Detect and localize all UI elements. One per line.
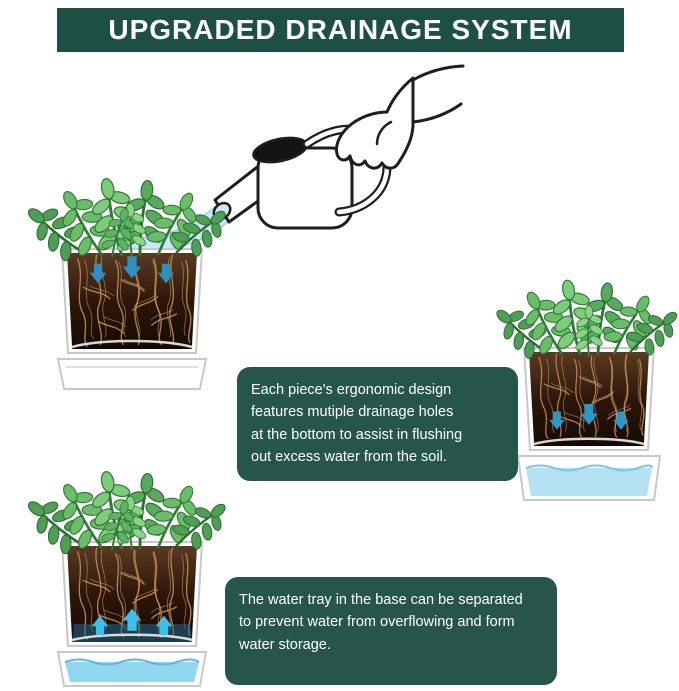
planter-top-left-illustration <box>15 172 238 390</box>
soil-cross-section <box>529 352 649 446</box>
drainage-channel-line <box>533 437 645 446</box>
water-tray-callout: The water tray in the base can be separa… <box>225 577 557 685</box>
hand-icon <box>335 64 465 170</box>
drip-tray-with-water-icon <box>56 651 208 687</box>
watering-can-illustration <box>116 64 465 253</box>
drip-tray-with-water-icon <box>516 455 662 501</box>
drainage-channel-line <box>71 339 193 349</box>
tray-water <box>526 468 652 496</box>
drainage-channel-line <box>71 633 194 642</box>
drip-tray-icon <box>56 358 208 390</box>
drainage-callout-text: Each piece's ergonomic design features m… <box>251 382 463 466</box>
planter-bottom-left-illustration <box>15 465 238 687</box>
page-title: UPGRADED DRAINAGE SYSTEM <box>108 14 573 45</box>
water-tray-callout-text: The water tray in the base can be separa… <box>239 592 523 653</box>
drainage-callout: Each piece's ergonomic design features m… <box>237 367 518 481</box>
title-banner: UPGRADED DRAINAGE SYSTEM <box>57 8 624 52</box>
tray-water <box>65 662 199 682</box>
pot-body <box>522 347 656 451</box>
planter-right-illustration <box>484 274 679 501</box>
